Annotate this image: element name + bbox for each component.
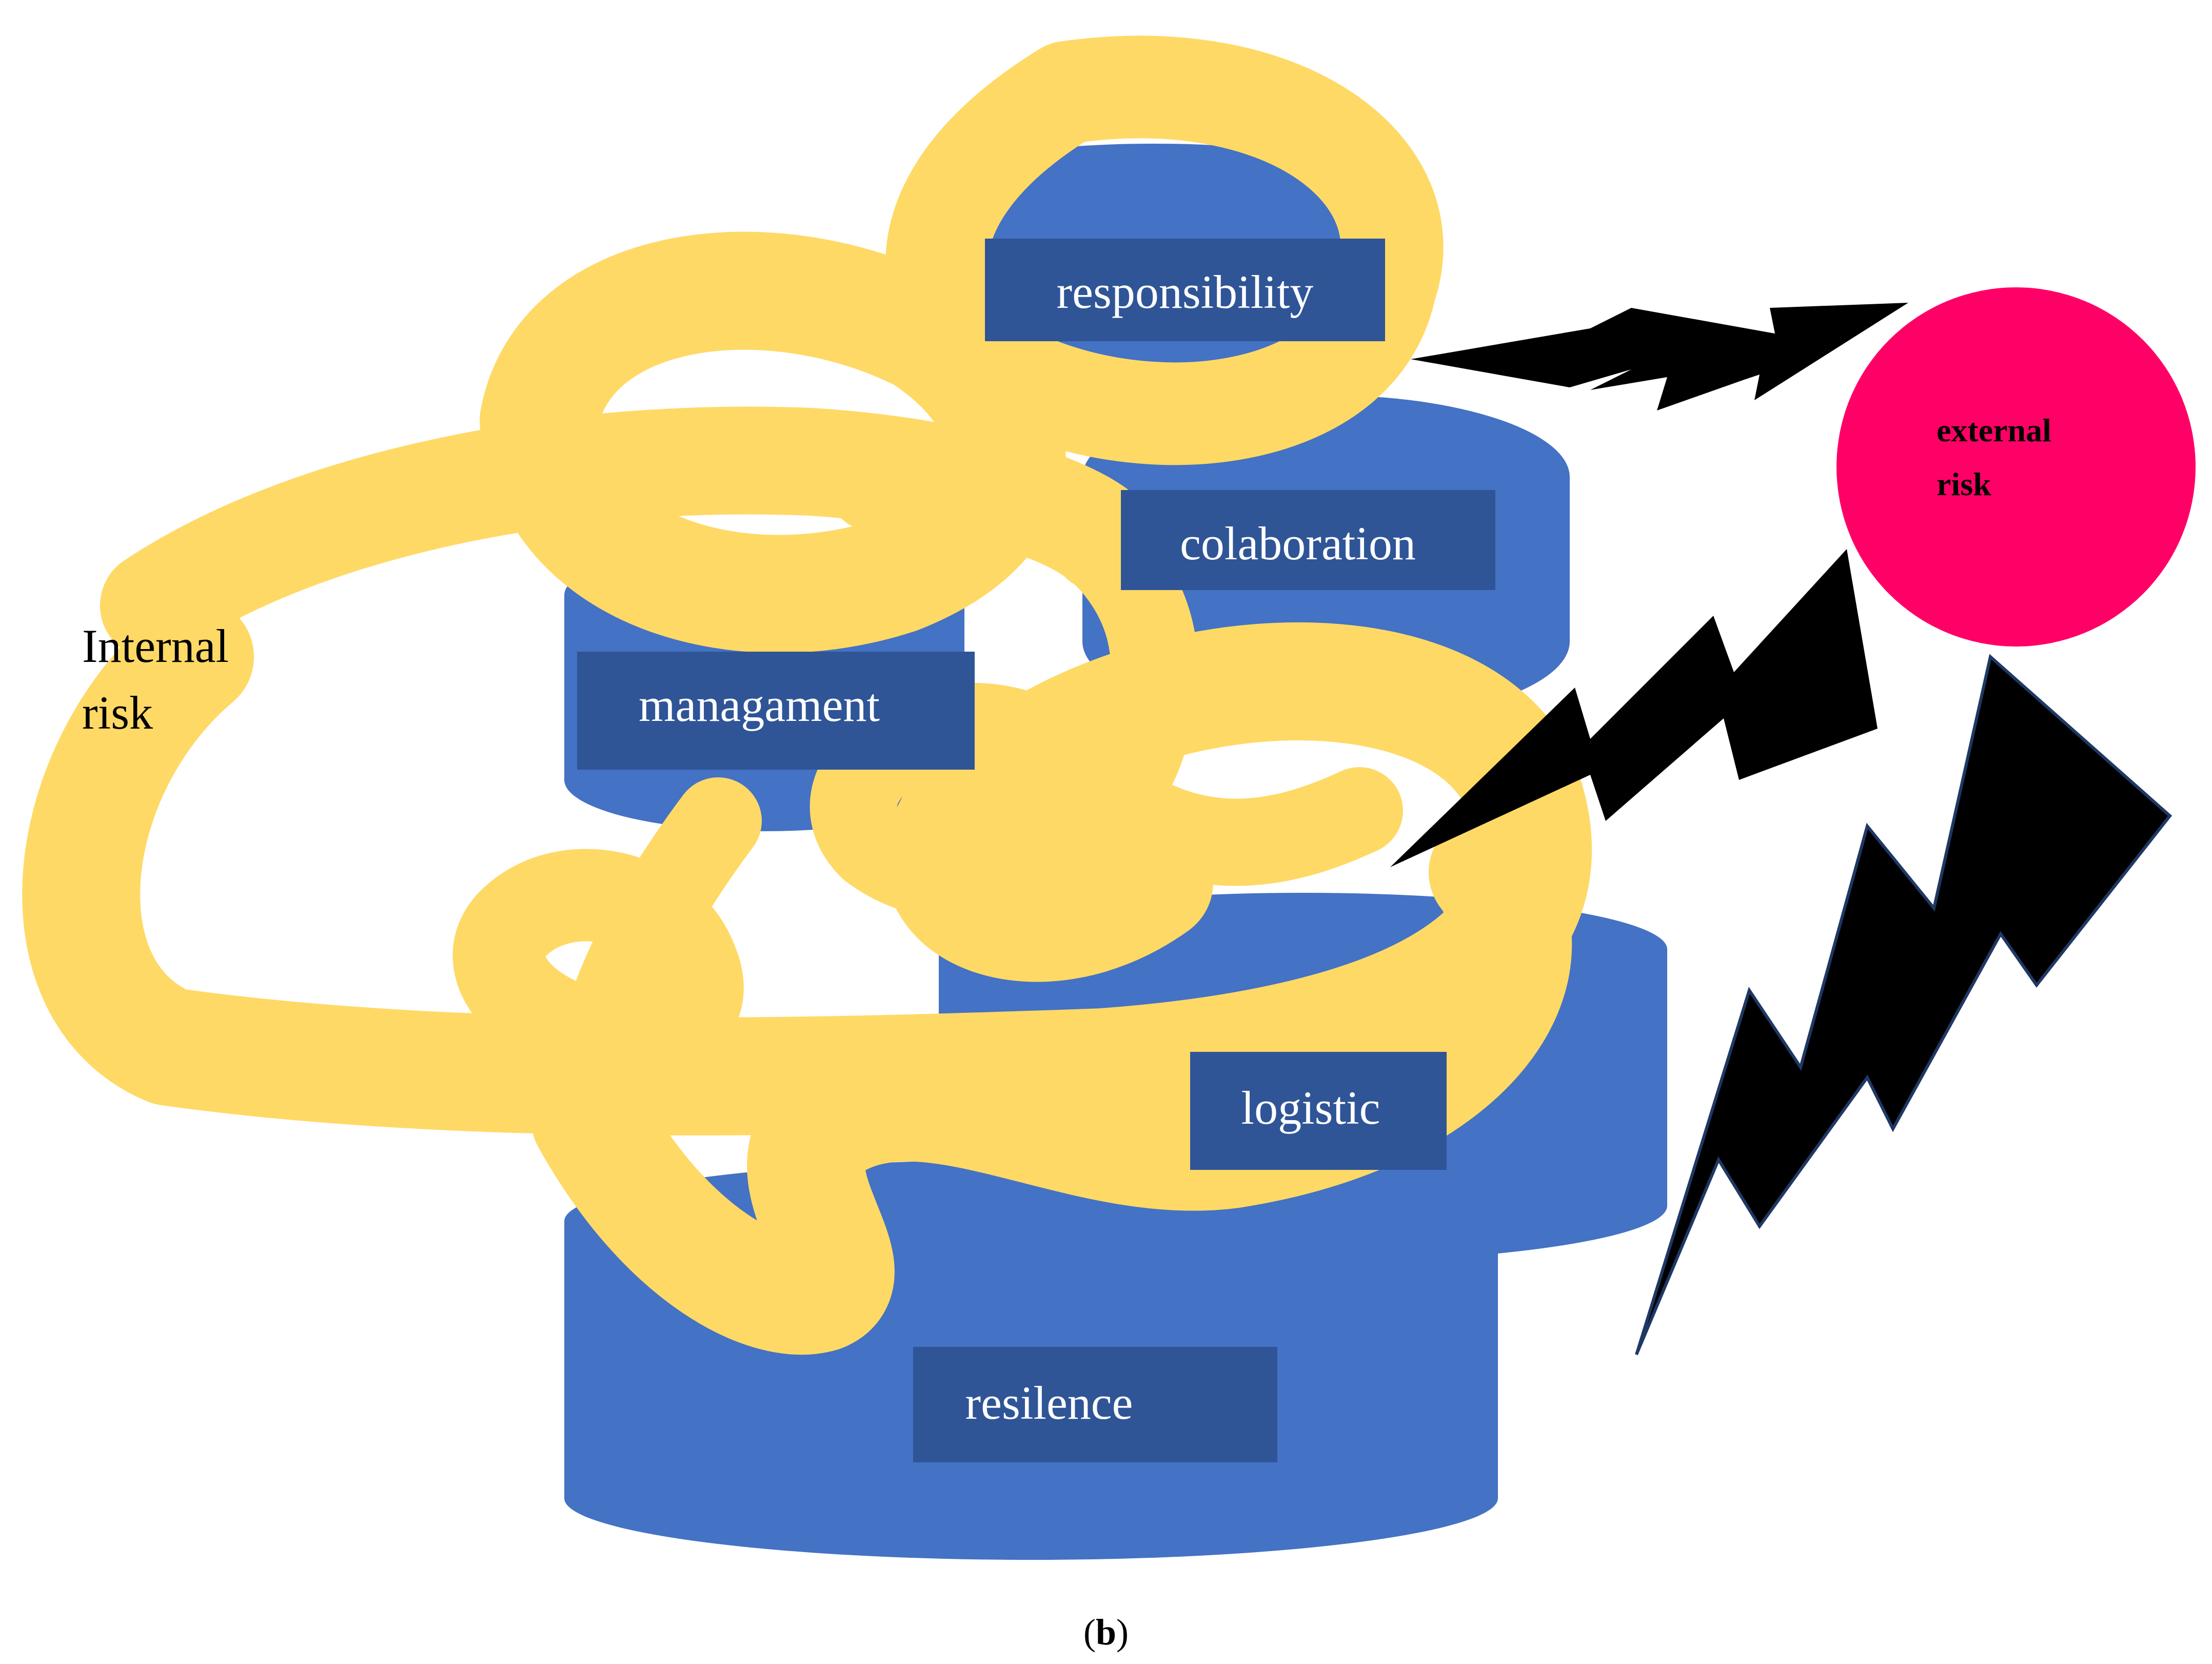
label-box — [985, 239, 1385, 341]
block-responsibility: responsibility — [985, 239, 1385, 341]
block-managament: managament — [577, 652, 975, 770]
block-label: resilence — [965, 1377, 1133, 1429]
internal-risk-label-line2: risk — [82, 687, 153, 739]
lightning-bolt-bottom — [1635, 654, 2172, 1356]
lightning-bolt-top — [1411, 303, 1908, 410]
caption-close: ) — [1116, 1612, 1129, 1653]
external-risk-label-line1: external — [1937, 412, 2051, 448]
label-box — [913, 1347, 1277, 1462]
external-risk-label-line2: risk — [1937, 466, 1991, 502]
cylinder-bottom — [564, 1437, 1498, 1560]
figure-caption: (b) — [1083, 1612, 1129, 1653]
caption-open: ( — [1083, 1612, 1096, 1653]
band-upper-swirl — [885, 35, 1444, 465]
band-outer — [22, 598, 1592, 1136]
band-inner-knot — [809, 439, 1403, 920]
external-risk-circle — [1836, 287, 2196, 647]
internal-risk-bands — [22, 35, 1592, 1355]
block-label: colaboration — [1180, 517, 1416, 570]
band-lower-hook — [531, 813, 1572, 1355]
label-box — [1121, 490, 1495, 590]
block-label: managament — [639, 679, 880, 731]
block-label: responsibility — [1057, 266, 1314, 318]
internal-risk-label-line1: Internal — [82, 620, 229, 672]
band-mid-blob — [452, 849, 744, 1085]
label-box — [1190, 1052, 1447, 1170]
band-diagonal — [554, 777, 762, 1172]
block-resilence: resilence — [913, 1347, 1277, 1462]
caption-letter: b — [1096, 1612, 1116, 1653]
label-box — [577, 652, 975, 770]
block-label: logistic — [1241, 1082, 1380, 1134]
block-colaboration: colaboration — [1121, 490, 1495, 590]
lightning-bolt-middle — [1390, 549, 1878, 867]
block-logistic: logistic — [1190, 1052, 1447, 1170]
